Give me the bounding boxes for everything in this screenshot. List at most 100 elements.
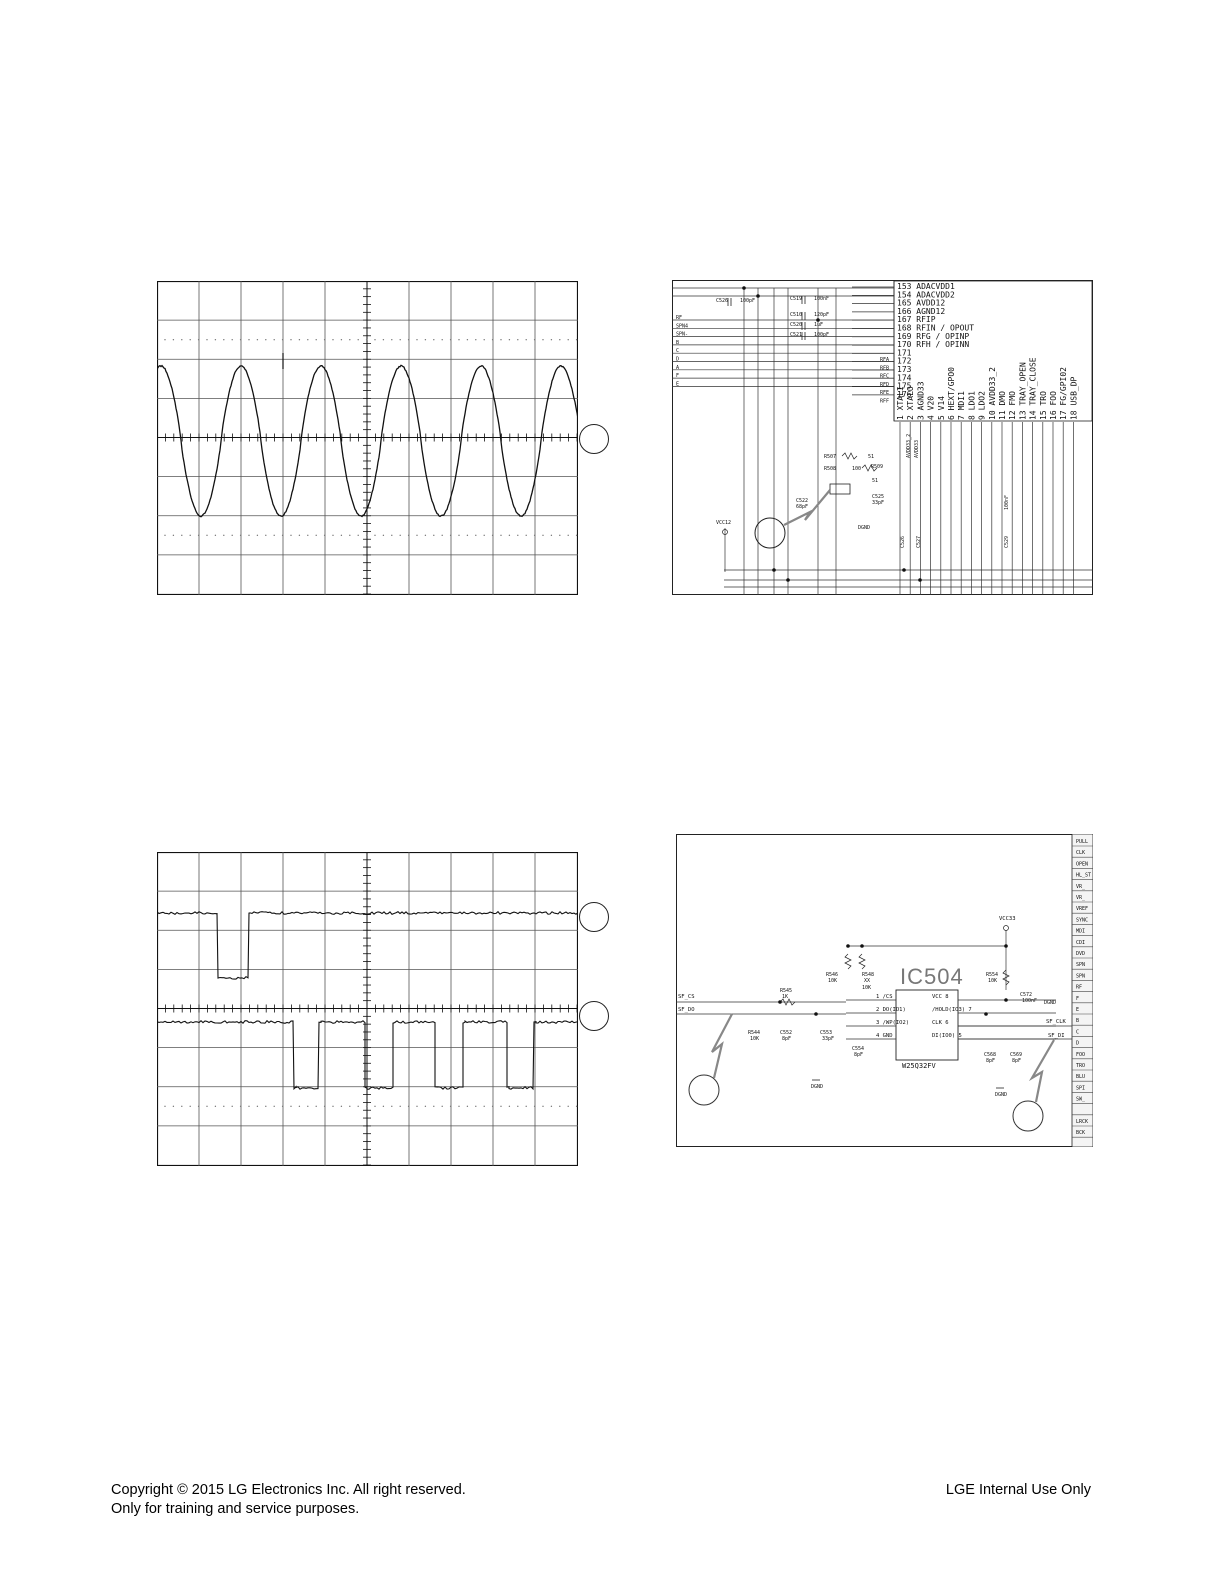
- edge-net-label: TRO: [1076, 1063, 1085, 1069]
- grid-dot: [568, 1106, 569, 1107]
- component-value: 100nF: [814, 296, 829, 302]
- grid-dot: [307, 1106, 308, 1107]
- junction-dot: [772, 568, 776, 572]
- grid-dot: [433, 339, 434, 340]
- junction-dot: [778, 1000, 782, 1004]
- grid-dot: [181, 339, 182, 340]
- grid-dot: [442, 339, 443, 340]
- grid-dot: [374, 535, 375, 536]
- grid-dot: [425, 339, 426, 340]
- grid-dot: [458, 1106, 459, 1107]
- component-ref: C521: [790, 332, 802, 338]
- grid-dot: [248, 535, 249, 536]
- edge-net-label: RF: [1076, 985, 1082, 991]
- net-label: RFF: [880, 399, 889, 405]
- junction-dot: [816, 318, 820, 322]
- grid-dot: [240, 1106, 241, 1107]
- net-label: RFA: [880, 357, 889, 363]
- marker-circle: [579, 1001, 609, 1031]
- ic-pin-label: VCC 8: [932, 994, 949, 1000]
- grid-dot: [542, 1106, 543, 1107]
- schematic-frame: [677, 835, 1093, 1147]
- grid-dot: [307, 535, 308, 536]
- grid-dot: [282, 339, 283, 340]
- grid-dot: [542, 535, 543, 536]
- grid-dot: [206, 535, 207, 536]
- grid-dot: [383, 339, 384, 340]
- component-ref: C520: [790, 322, 802, 328]
- grid-dot: [509, 339, 510, 340]
- pin-label: AVDD33: [914, 440, 920, 458]
- ic-pin-label: 3 /WP(IO2): [876, 1020, 909, 1026]
- junction-dot: [902, 568, 906, 572]
- pin-label: 2 XTALO: [906, 386, 915, 420]
- grid-dot: [509, 535, 510, 536]
- grid-dot: [274, 339, 275, 340]
- grid-dot: [190, 339, 191, 340]
- marker-circle: [579, 902, 609, 932]
- grid-dot: [517, 1106, 518, 1107]
- signal-label: SF_CLK: [1046, 1019, 1067, 1025]
- grid-dot: [324, 1106, 325, 1107]
- junction-dot: [1004, 944, 1008, 948]
- component-value: 8pF: [1012, 1058, 1021, 1064]
- component-value: 8pF: [854, 1052, 863, 1058]
- grid-dot: [442, 535, 443, 536]
- component-ref: C527: [916, 536, 922, 548]
- edge-net-label: E: [1076, 1007, 1079, 1013]
- ground-label: DGND: [1044, 1000, 1056, 1006]
- grid-dot: [366, 1106, 367, 1107]
- grid-dot: [475, 339, 476, 340]
- grid-dot: [450, 535, 451, 536]
- vcc-label: VCC33: [999, 916, 1016, 922]
- ic-pin-label: DI(IO0) 5: [932, 1033, 962, 1039]
- grid-dot: [274, 1106, 275, 1107]
- grid-dot: [416, 1106, 417, 1107]
- grid-dot: [332, 535, 333, 536]
- component-ref: R507: [824, 454, 836, 460]
- grid-dot: [458, 339, 459, 340]
- component-value: 51: [868, 454, 874, 460]
- grid-dot: [358, 1106, 359, 1107]
- grid-dot: [181, 1106, 182, 1107]
- component-value: 120pF: [814, 312, 829, 318]
- component-value: 100pF: [740, 298, 755, 304]
- schematic-rf-frontend: 153 ADACVDD1154 ADACVDD2165 AVDD12166 AG…: [672, 280, 1093, 595]
- grid-dot: [517, 535, 518, 536]
- grid-dot: [274, 535, 275, 536]
- grid-dot: [559, 339, 560, 340]
- junction-dot: [846, 944, 850, 948]
- junction-dot: [984, 1012, 988, 1016]
- component-value: 33pF: [872, 500, 884, 506]
- grid-dot: [223, 339, 224, 340]
- grid-dot: [450, 339, 451, 340]
- grid-dot: [576, 1106, 577, 1107]
- pin-label: 16 FOO: [1049, 391, 1058, 420]
- chip-part-number: W25Q32FV: [902, 1062, 937, 1070]
- grid-dot: [526, 535, 527, 536]
- component-ref: C529: [1004, 536, 1010, 548]
- component-value: 100pF: [814, 332, 829, 338]
- grid-dot: [416, 535, 417, 536]
- grid-dot: [484, 535, 485, 536]
- grid-dot: [500, 535, 501, 536]
- grid-dot: [240, 535, 241, 536]
- grid-dot: [383, 535, 384, 536]
- edge-net-label: PULL: [1076, 839, 1088, 845]
- pin-label: 10 AVDD33_2: [988, 367, 997, 420]
- grid-dot: [332, 1106, 333, 1107]
- grid-dot: [316, 535, 317, 536]
- grid-dot: [299, 339, 300, 340]
- edge-net-label: HL_ST: [1076, 873, 1091, 879]
- grid-dot: [190, 1106, 191, 1107]
- grid-dot: [416, 339, 417, 340]
- grid-dot: [290, 339, 291, 340]
- component-ref: C519: [790, 296, 802, 302]
- grid-dot: [383, 1106, 384, 1107]
- grid-dot: [551, 535, 552, 536]
- grid-dot: [248, 1106, 249, 1107]
- grid-dot: [316, 339, 317, 340]
- grid-dot: [349, 535, 350, 536]
- edge-net-label: B: [1076, 1018, 1079, 1024]
- pin-label: 18 USB_DP: [1069, 376, 1078, 420]
